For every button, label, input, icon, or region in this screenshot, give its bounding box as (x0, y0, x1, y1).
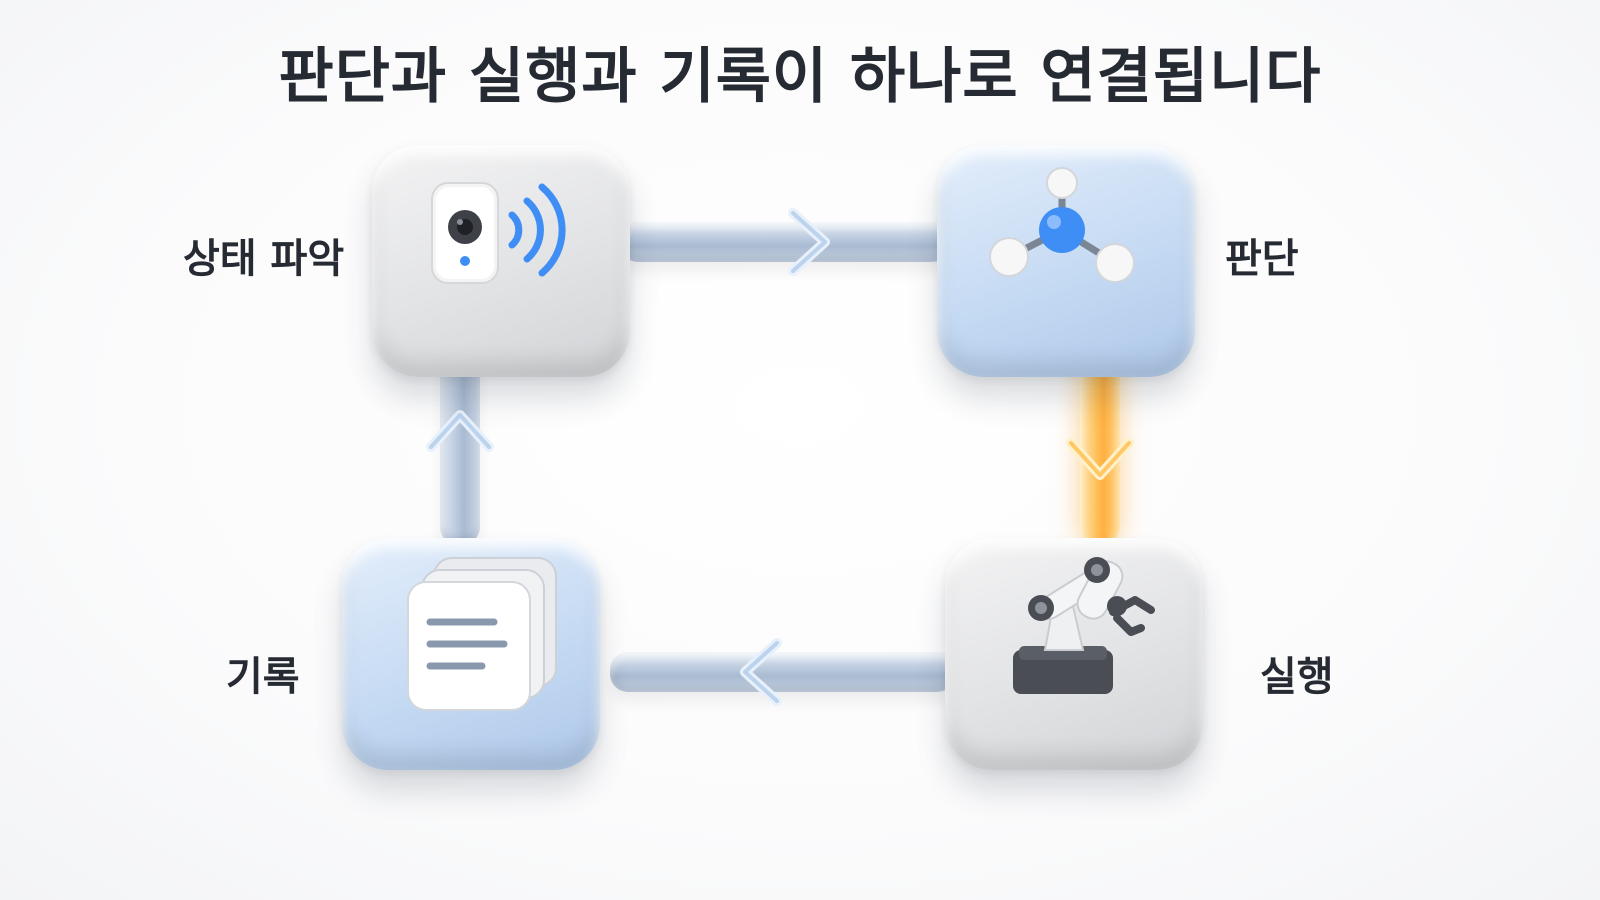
node-decide (937, 145, 1195, 377)
node-label-act: 실행 (1260, 654, 1334, 700)
node-label-record: 기록 (226, 654, 300, 700)
arrow-left-icon (740, 638, 782, 706)
arrow-up-icon (426, 410, 494, 452)
robot-arm-icon (1013, 557, 1155, 694)
arrow-down-icon (1066, 438, 1134, 480)
node-sense (372, 145, 630, 377)
node-act (945, 538, 1203, 770)
network-node-icon (989, 167, 1135, 283)
connector-decide-to-act (1080, 345, 1120, 545)
connector-sense-to-decide (620, 222, 950, 262)
node-label-sense: 상태 파악 (183, 236, 345, 282)
document-stack-icon (407, 557, 557, 711)
connector-record-to-sense (440, 345, 480, 545)
node-label-decide: 판단 (1225, 236, 1299, 282)
node-record (342, 538, 600, 770)
arrow-right-icon (788, 208, 830, 276)
page-title: 판단과 실행과 기록이 하나로 연결됩니다 (278, 42, 1322, 112)
connector-act-to-record (610, 652, 955, 692)
sensor-camera-icon (431, 182, 566, 284)
